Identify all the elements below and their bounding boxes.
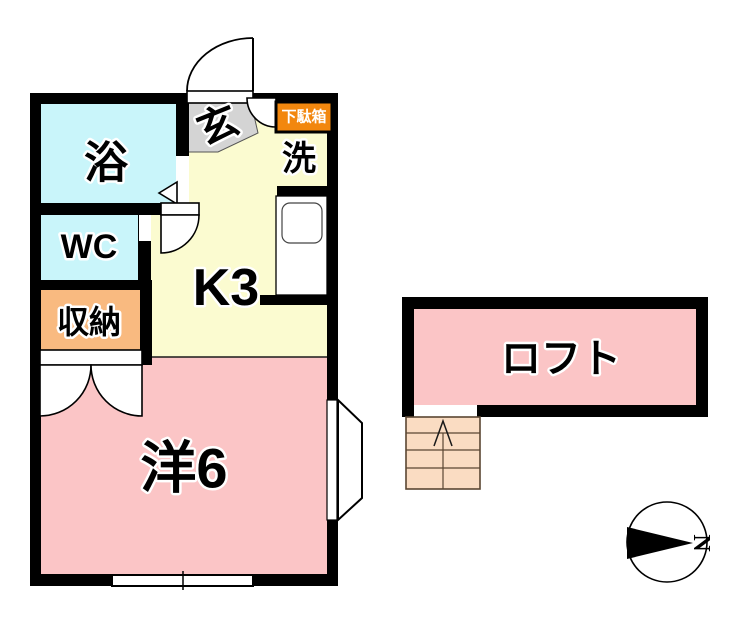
compass-north-label: N bbox=[688, 534, 714, 552]
bath-door-opening bbox=[176, 156, 189, 204]
stairs-up-arrow-icon bbox=[433, 418, 453, 447]
entrance-door-group bbox=[186, 37, 334, 134]
shoebox-door-swing bbox=[246, 97, 277, 128]
wc-door-leaf bbox=[160, 202, 200, 216]
label-western-room: 洋6 bbox=[140, 437, 227, 500]
shoe-box bbox=[274, 100, 334, 134]
room-western bbox=[40, 357, 327, 574]
storage-doors-group bbox=[39, 349, 143, 417]
compass-group: N bbox=[626, 501, 714, 583]
storage-door-threshold bbox=[39, 349, 143, 366]
room-bath bbox=[40, 103, 176, 203]
loft-wall-top bbox=[402, 297, 708, 309]
wall-segment bbox=[30, 93, 188, 104]
label-laundry: 洗 bbox=[282, 140, 316, 178]
label-bath: 浴 bbox=[84, 139, 129, 188]
bay-window-glass bbox=[326, 399, 338, 521]
storage-door-right-swing bbox=[90, 364, 143, 417]
room-fills bbox=[40, 97, 327, 574]
wall-laundry-stub bbox=[277, 186, 327, 196]
wall-wc-storage-divider bbox=[30, 280, 152, 290]
room-storage bbox=[40, 290, 140, 352]
wall-segment bbox=[327, 93, 338, 400]
loft-wall-bottom bbox=[477, 405, 708, 417]
label-kitchen: K3 bbox=[193, 259, 259, 317]
room-wc bbox=[40, 215, 138, 280]
label-shoe-box: 下駄箱 bbox=[281, 108, 326, 126]
room-labels: 浴 玄 下駄箱 洗 WC 収納 K3 洋6 ロフト bbox=[54, 96, 623, 502]
wc-door-jamb bbox=[139, 215, 151, 241]
wall-counter-stub bbox=[260, 295, 327, 305]
bath-door-group bbox=[157, 156, 189, 206]
wall-storage-right bbox=[140, 290, 152, 365]
label-storage: 収納 bbox=[57, 304, 121, 340]
wall-segment bbox=[252, 93, 338, 104]
label-loft: ロフト bbox=[501, 337, 621, 381]
kitchen-sink bbox=[281, 202, 323, 244]
bay-window bbox=[337, 397, 363, 523]
wall-segment bbox=[30, 93, 41, 586]
wall-bath-bottom bbox=[30, 203, 162, 215]
entrance-threshold bbox=[186, 90, 254, 104]
loft-wall-right bbox=[696, 297, 708, 417]
wall-bath-right bbox=[176, 103, 189, 157]
wc-door-swing bbox=[160, 214, 200, 254]
room-loft bbox=[414, 309, 696, 405]
kitchen-counter-group bbox=[275, 195, 328, 296]
stairs-group bbox=[405, 416, 481, 490]
label-wc: WC bbox=[61, 228, 118, 266]
wall-segment bbox=[327, 520, 338, 586]
bath-door-symbol bbox=[157, 180, 178, 206]
windows-group bbox=[111, 397, 363, 590]
entrance-door-swing-arc bbox=[186, 37, 254, 92]
wc-door-group bbox=[139, 202, 200, 254]
loft-group bbox=[402, 297, 708, 417]
compass-needle-icon bbox=[627, 527, 693, 559]
loft-wall-left bbox=[402, 297, 414, 417]
